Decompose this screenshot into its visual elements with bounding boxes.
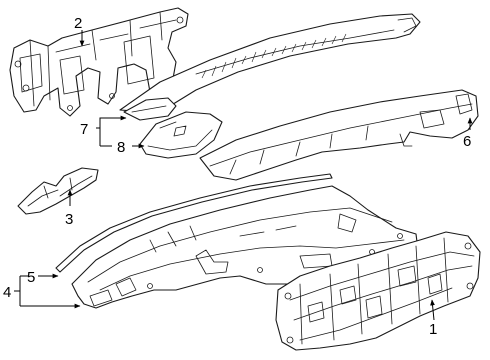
callout-7: 7 — [80, 121, 88, 138]
callout-2: 2 — [74, 15, 82, 32]
leader-7-upper — [96, 115, 127, 129]
leader-1 — [430, 299, 435, 321]
defroster-panel — [119, 13, 421, 113]
callout-3: 3 — [65, 211, 73, 228]
callout-1: 1 — [429, 321, 437, 338]
cross-car-beam — [9, 7, 189, 117]
ip-carrier — [275, 231, 481, 351]
callout-4: 4 — [3, 284, 11, 301]
trim-molding — [55, 173, 333, 273]
callout-6: 6 — [463, 133, 471, 150]
side-bracket — [17, 167, 99, 215]
callout-8: 8 — [117, 139, 125, 156]
instrument-cluster-cover — [139, 111, 223, 159]
upper-trim-panel — [199, 89, 479, 181]
callout-5: 5 — [27, 269, 35, 286]
leader-lines — [14, 30, 473, 321]
callout-labels: 2 7 8 6 3 5 4 1 — [3, 15, 471, 338]
upper-trim-cover — [123, 97, 177, 121]
